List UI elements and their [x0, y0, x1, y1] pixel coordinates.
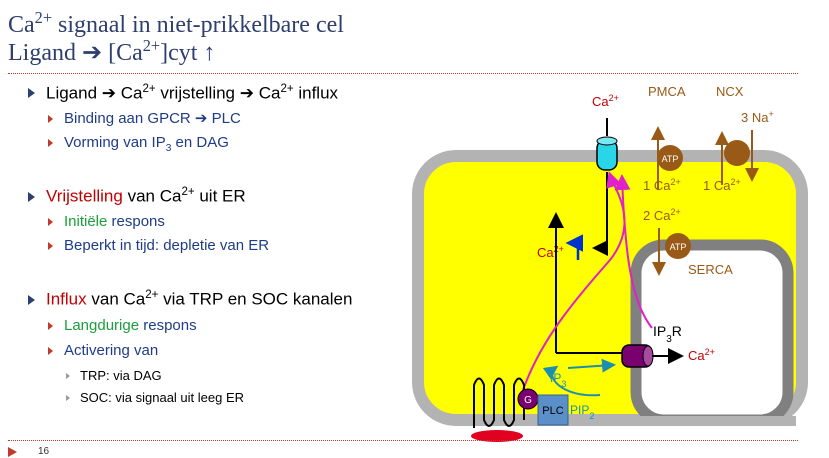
pip2-label: PIP2 — [570, 403, 594, 421]
bullet-marker — [48, 242, 53, 250]
serca-atp-icon — [665, 233, 691, 259]
extracellular-ca-label: Ca2+ — [592, 93, 619, 109]
pmca-label: PMCA — [648, 84, 686, 99]
ip3-to-receptor-arrow — [567, 358, 616, 373]
bullet-ip3-dag-formation: Vorming van IP3 en DAG — [64, 134, 229, 154]
er-signal-to-soc-arrow — [614, 174, 653, 329]
bullet-marker — [48, 139, 53, 147]
pmca-ca-label: 1 Ca2+ — [643, 177, 681, 193]
cytosolic-ca-label: Ca2+ — [537, 244, 564, 260]
bullet-long-response: Langdurige respons — [64, 317, 197, 334]
serca-ca-label: 2 Ca2+ — [643, 207, 681, 223]
serca-atp-label: ATP — [670, 242, 687, 252]
pmca-atp-label: ATP — [662, 154, 679, 164]
bullet-activation: Activering van — [64, 342, 159, 359]
bullet-gpcr-binding: Binding aan GPCR ➔ PLC — [64, 110, 241, 127]
er-membrane-join — [630, 416, 796, 426]
ncx-exchanger-icon — [724, 140, 750, 166]
bullet-marker — [48, 115, 53, 123]
bullet-ligand-release-influx: Ligand ➔ Ca2+ vrijstelling ➔ Ca2+ influx — [46, 83, 339, 103]
bullet-limited-time: Beperkt in tijd: depletie van ER — [64, 237, 270, 254]
bullet-er-release: Vrijstelling van Ca2+ uit ER — [46, 186, 246, 206]
dag-to-trp-arrow — [521, 171, 626, 394]
plc-enzyme — [537, 394, 569, 426]
ncx-label: NCX — [716, 84, 744, 99]
title-line-1: Ca2+ signaal in niet-prikkelbare cel — [8, 8, 344, 38]
title-line-2: Ligand ➔ [Ca2+]cyt ↑ — [8, 36, 216, 66]
pmca-atp-icon — [657, 145, 683, 171]
bullet-marker — [66, 373, 70, 379]
bullet-initial-response: Initiële respons — [64, 213, 165, 230]
bullet-marker — [48, 218, 53, 226]
serca-label: SERCA — [688, 262, 733, 277]
title-divider — [8, 73, 798, 74]
ip3-receptor-end — [642, 345, 654, 367]
bullet-marker — [28, 192, 35, 202]
ncx-ca-label: 1 Ca2+ — [703, 177, 741, 193]
pip2-to-ip3-arrow — [542, 365, 601, 397]
slide-number-marker — [8, 447, 17, 457]
slide-number: 16 — [38, 446, 50, 457]
ligand — [471, 430, 523, 442]
g-protein-label: G — [524, 395, 532, 406]
bullet-marker — [28, 88, 35, 98]
channel-top — [596, 136, 618, 146]
plc-label: PLC — [542, 405, 563, 417]
er-ca-label: Ca2+ — [688, 347, 715, 363]
gpcr-receptor — [473, 377, 525, 428]
ip3-label: IP3 — [550, 371, 566, 389]
ip3r-label: IP3R — [653, 323, 682, 345]
bullet-marker — [48, 347, 53, 355]
bullet-marker — [28, 295, 35, 305]
bullet-trp-dag: TRP: via DAG — [80, 368, 162, 383]
bullet-influx-trp-soc: Influx van Ca2+ via TRP en SOC kanalen — [46, 289, 353, 309]
na-label: 3 Na+ — [741, 109, 774, 125]
bullet-soc-signal: SOC: via signaal uit leeg ER — [80, 390, 245, 405]
bullet-marker — [48, 322, 53, 330]
footer-divider — [8, 440, 798, 441]
bullet-marker — [66, 395, 70, 401]
